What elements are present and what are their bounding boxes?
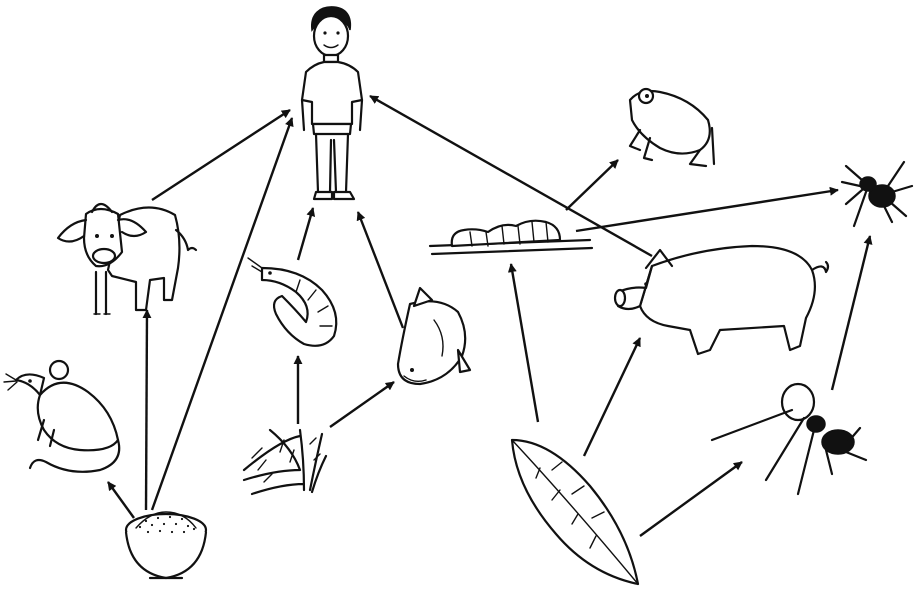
frog-icon <box>630 89 714 166</box>
caterpillar-icon <box>430 221 592 254</box>
arrow-rice-rat <box>108 482 134 518</box>
arrow-shrimp-human <box>298 208 313 260</box>
fish-icon <box>398 288 470 384</box>
arrow-rice-buffalo <box>146 310 147 510</box>
shrimp-icon <box>248 258 336 346</box>
rat-icon <box>4 361 119 472</box>
pig-icon <box>615 246 828 354</box>
rice-bowl-icon <box>126 512 206 578</box>
water-plant-icon <box>244 430 326 494</box>
arrow-leaf-caterpillar <box>511 264 538 422</box>
arrow-ant-spider <box>832 236 870 390</box>
arrow-plant-fish <box>330 382 394 427</box>
human-icon <box>302 7 362 199</box>
arrow-fish-human <box>358 212 403 328</box>
spider-icon <box>842 162 912 226</box>
leaf-icon <box>512 440 638 584</box>
arrow-leaf-pig <box>584 338 640 456</box>
arrow-buffalo-human <box>152 110 290 200</box>
arrow-caterpillar-spider <box>576 190 838 231</box>
buffalo-icon <box>58 204 196 314</box>
ant-icon <box>712 384 866 494</box>
arrow-rice-human <box>152 118 292 510</box>
arrow-leaf-ant <box>640 462 742 536</box>
arrow-caterpillar-frog <box>566 160 618 210</box>
